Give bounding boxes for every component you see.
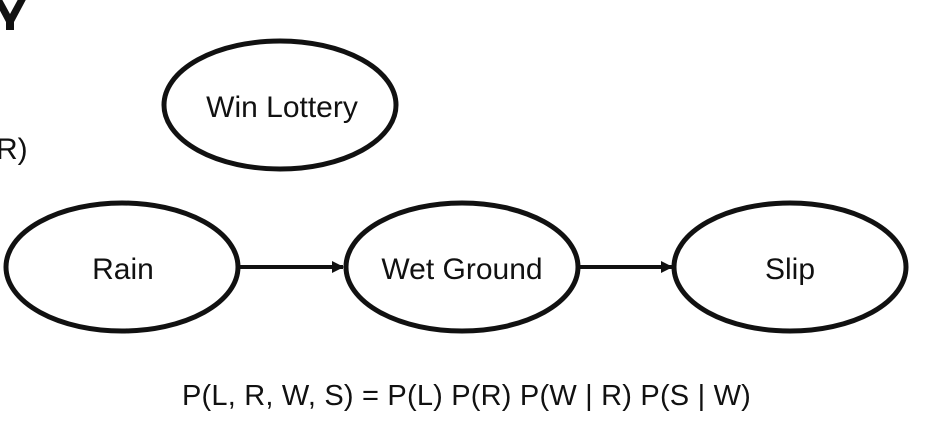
node-wet-ground: Wet Ground [343,200,581,334]
node-label-win-lottery: Win Lottery [206,91,358,124]
cut-off-heading-glyph [0,0,26,30]
node-label-wet-ground: Wet Ground [381,253,542,286]
node-slip: Slip [671,200,909,334]
joint-probability-formula: P(L, R, W, S) = P(L) P(R) P(W | R) P(S |… [181,380,752,412]
node-label-slip: Slip [765,253,815,286]
node-label-rain: Rain [92,253,154,286]
node-win-lottery: Win Lottery [161,38,399,172]
node-rain: Rain [3,200,241,334]
cut-off-left-text: R) [0,133,28,166]
